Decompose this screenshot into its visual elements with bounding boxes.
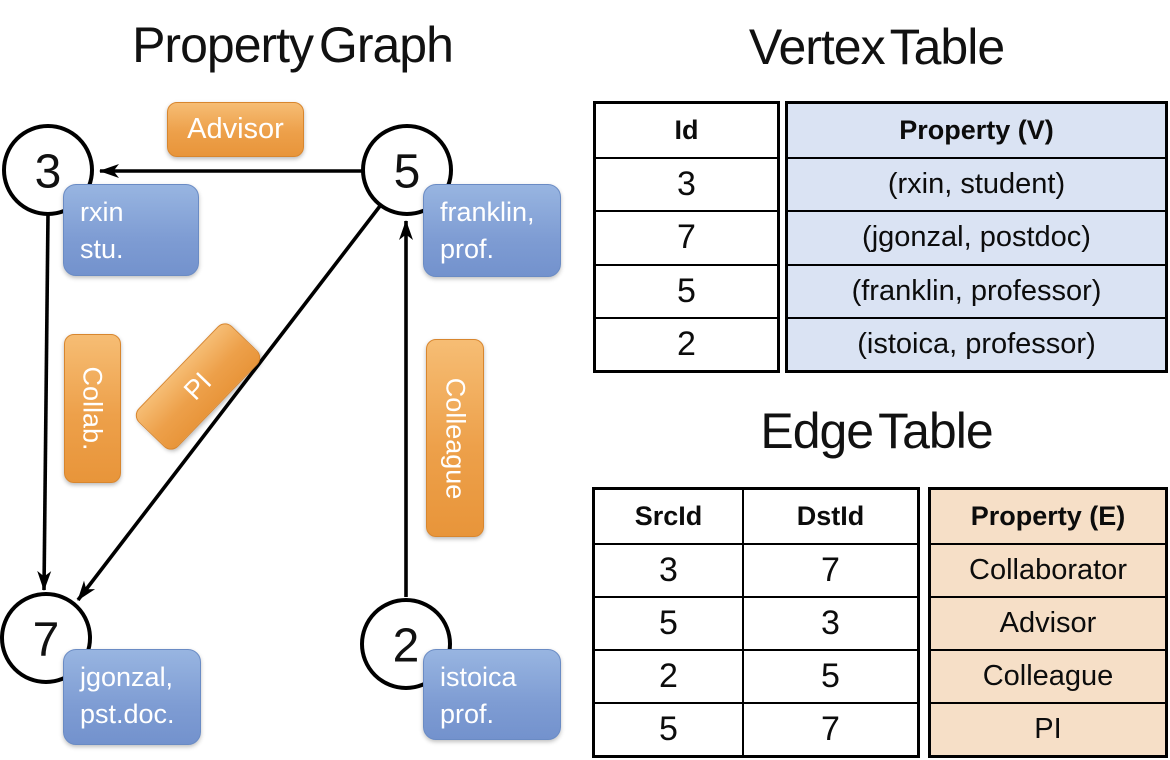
- vertex-table-header-row: Property (V): [788, 104, 1165, 157]
- table-row: 5 7: [595, 702, 917, 755]
- vertex-property-cell: (jgonzal, postdoc): [862, 221, 1091, 254]
- edge-property-cell: Colleague: [982, 660, 1114, 692]
- vertex-property-cell: (istoica, professor): [857, 327, 1096, 360]
- edge-srcid-cell: 5: [659, 710, 678, 748]
- table-row: (rxin, student): [788, 157, 1165, 210]
- edge-dstid-cell: 7: [742, 704, 917, 755]
- edge-collab-3-to-7: [37, 213, 52, 591]
- vertex-label-franklin: franklin, prof.: [423, 184, 561, 277]
- vertex-id-2: 2: [393, 620, 420, 673]
- edge-dstid-cell: 5: [742, 651, 917, 702]
- vertex-id-3: 3: [35, 146, 62, 199]
- edge-label-colleague: Colleague: [426, 339, 484, 537]
- table-row: Advisor: [931, 596, 1165, 649]
- vertex-table-title: Vertex Table: [748, 19, 1005, 75]
- vertex-property-cell: (franklin, professor): [851, 274, 1102, 307]
- vertex-id-cell: 5: [677, 271, 696, 310]
- edge-table-srcid-header: SrcId: [634, 501, 703, 531]
- edge-label-advisor-text: Advisor: [187, 113, 284, 145]
- vertex-label-line: prof.: [440, 699, 495, 729]
- edge-dstid-cell: 3: [742, 598, 917, 649]
- vertex-label-line: prof.: [440, 234, 495, 264]
- vertex-id-5: 5: [394, 146, 421, 199]
- vertex-id-cell: 3: [677, 165, 696, 204]
- edge-pi-5-to-7: [76, 204, 382, 602]
- edge-table-title: Edge Table: [760, 403, 993, 459]
- property-graph-title: Property Graph: [132, 17, 454, 73]
- vertex-id-7: 7: [33, 614, 60, 667]
- vertex-id-cell: 7: [677, 218, 696, 257]
- vertex-label-jgonzal: jgonzal, pst.doc.: [63, 649, 201, 745]
- vertex-label-line: pst.doc.: [80, 699, 175, 729]
- edge-label-colleague-text: Colleague: [440, 377, 471, 499]
- vertex-label-line: stu.: [80, 234, 124, 264]
- table-row: (jgonzal, postdoc): [788, 210, 1165, 263]
- table-row: 2: [596, 316, 777, 370]
- edge-table-header-row: SrcId DstId: [595, 490, 917, 543]
- vertex-label-line: jgonzal,: [80, 662, 174, 692]
- edge-table-property-header: Property (E): [970, 501, 1126, 531]
- table-row: 3 7: [595, 543, 917, 596]
- table-row: PI: [931, 702, 1165, 755]
- vertex-table-id-header: Id: [674, 115, 699, 146]
- edge-srcid-cell: 3: [659, 551, 678, 589]
- edge-table-ids-columns: SrcId DstId 3 7 5 3 2 5 5 7: [592, 487, 920, 758]
- edge-table-dstid-header: DstId: [742, 490, 917, 543]
- table-row: (franklin, professor): [788, 263, 1165, 317]
- vertex-label-istoica: istoica prof.: [423, 649, 561, 740]
- edge-srcid-cell: 5: [659, 604, 678, 642]
- vertex-label-line: franklin,: [440, 197, 535, 227]
- edge-table-header-row: Property (E): [931, 490, 1165, 543]
- table-row: (istoica, professor): [788, 316, 1165, 370]
- vertex-property-cell: (rxin, student): [887, 168, 1066, 201]
- vertex-table-id-column: Id 3 7 5 2: [593, 101, 780, 373]
- vertex-label-line: rxin: [80, 197, 124, 227]
- table-row: Colleague: [931, 649, 1165, 702]
- vertex-table-property-column: Property (V) (rxin, student) (jgonzal, p…: [785, 101, 1168, 373]
- edge-label-advisor: Advisor: [167, 102, 304, 157]
- vertex-table-property-header: Property (V): [899, 115, 1054, 146]
- table-row: 2 5: [595, 649, 917, 702]
- edge-dstid-cell: 7: [742, 545, 917, 596]
- edge-srcid-cell: 2: [659, 657, 678, 695]
- vertex-label-line: istoica: [440, 662, 517, 692]
- table-row: 7: [596, 210, 777, 263]
- edge-property-cell: Collaborator: [969, 554, 1127, 586]
- table-row: 5 3: [595, 596, 917, 649]
- edge-table-property-column: Property (E) Collaborator Advisor Collea…: [928, 487, 1168, 758]
- table-row: 5: [596, 263, 777, 317]
- edge-label-pi-text: PI: [177, 366, 218, 406]
- table-row: 3: [596, 157, 777, 210]
- table-row: Collaborator: [931, 543, 1165, 596]
- edge-label-collab: Collab.: [64, 334, 121, 483]
- edge-label-collab-text: Collab.: [78, 366, 109, 451]
- vertex-id-cell: 2: [677, 324, 696, 363]
- edge-property-cell: PI: [1034, 713, 1062, 745]
- edge-property-cell: Advisor: [999, 607, 1097, 639]
- vertex-label-rxin: rxin stu.: [63, 184, 199, 276]
- vertex-table-header-row: Id: [596, 104, 777, 157]
